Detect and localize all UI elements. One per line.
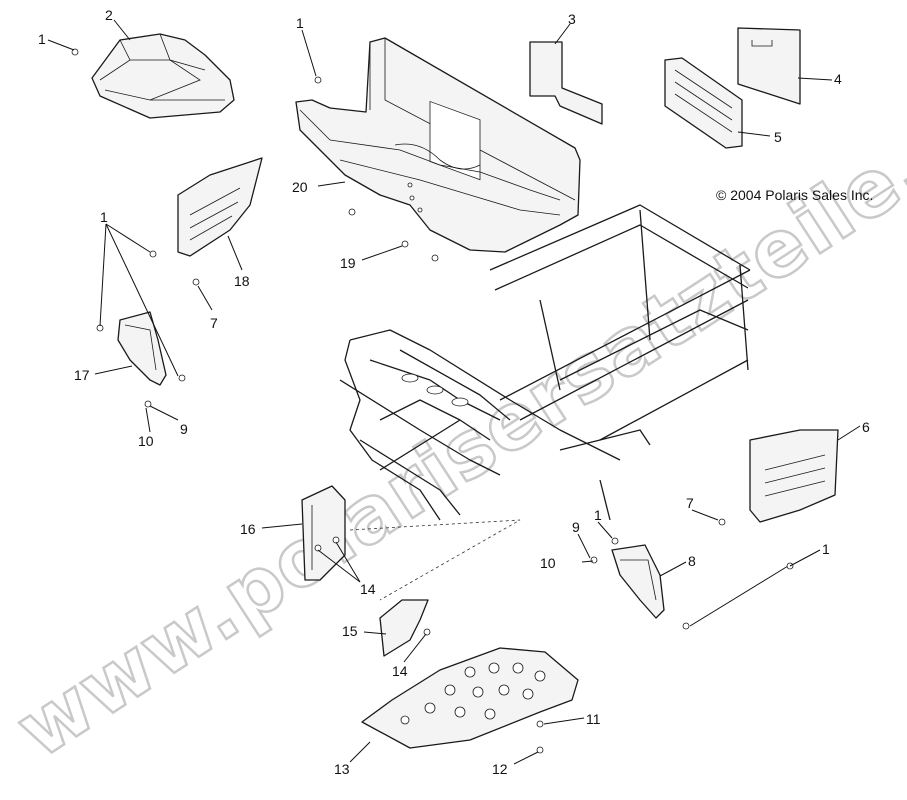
callout-4: 4: [834, 71, 842, 87]
callout-2: 2: [105, 7, 113, 23]
callout-18: 18: [234, 273, 250, 289]
callout-9: 9: [572, 519, 580, 535]
part-4-panel-sheet: [737, 27, 801, 105]
copyright-text: © 2004 Polaris Sales Inc.: [716, 187, 873, 203]
callout-1: 1: [822, 541, 830, 557]
part-16-front-plate: [301, 485, 346, 581]
part-2-front-cover: [91, 33, 235, 119]
part-17-side-cover: [117, 311, 167, 386]
callout-1: 1: [100, 209, 108, 225]
part-18-side-panel: [177, 157, 263, 257]
part-5-grille: [664, 57, 743, 149]
dashed-guide-line: [349, 519, 521, 601]
callout-17: 17: [74, 367, 90, 383]
callout-12: 12: [492, 761, 508, 777]
callout-8: 8: [688, 553, 696, 569]
callout-13: 13: [334, 761, 350, 777]
callout-14: 14: [360, 581, 376, 597]
part-8-side-cover: [611, 544, 665, 619]
callout-9: 9: [180, 421, 188, 437]
part-3-decal: [529, 41, 603, 125]
callout-1: 1: [296, 15, 304, 31]
callout-7: 7: [210, 315, 218, 331]
callout-3: 3: [568, 11, 576, 27]
callout-1: 1: [38, 31, 46, 47]
callout-10: 10: [540, 555, 556, 571]
callout-7: 7: [686, 495, 694, 511]
part-20-body-tub: [295, 37, 581, 253]
callout-15: 15: [342, 623, 358, 639]
callout-14: 14: [392, 663, 408, 679]
callout-10: 10: [138, 433, 154, 449]
callout-11: 11: [586, 711, 601, 727]
part-6-side-panel: [749, 429, 839, 523]
callout-6: 6: [862, 419, 870, 435]
bolt-line: [689, 565, 789, 627]
part-15-bracket-plate: [379, 599, 429, 657]
callout-1: 1: [594, 507, 602, 523]
callout-19: 19: [340, 255, 356, 271]
part-13-skid-plate: [361, 647, 579, 749]
callout-5: 5: [774, 129, 782, 145]
fasteners: [71, 48, 794, 754]
callout-20: 20: [292, 179, 308, 195]
leader-lines: [47, 19, 861, 765]
callout-16: 16: [240, 521, 256, 537]
main-frame: [339, 204, 751, 521]
